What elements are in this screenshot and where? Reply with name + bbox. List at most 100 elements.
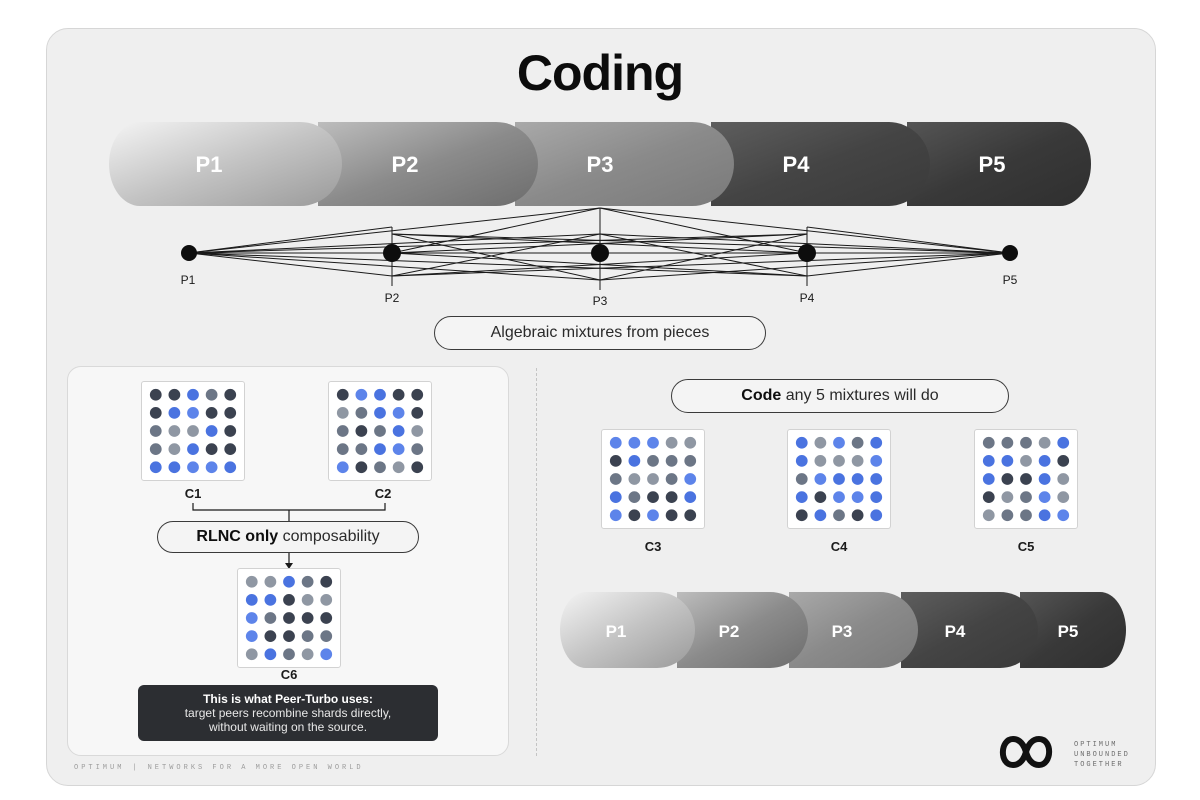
- matrix-dot: [301, 593, 314, 606]
- matrix-dot: [374, 406, 386, 419]
- matrix-dot: [609, 436, 622, 449]
- edge: [188, 252, 601, 281]
- node-label-p1: P1: [181, 273, 196, 287]
- matrix-dot: [205, 443, 218, 456]
- matrix-dot: [628, 436, 641, 449]
- matrix-dot: [245, 575, 258, 588]
- matrix-dot: [187, 443, 199, 456]
- matrix-dot: [795, 454, 808, 467]
- matrix-dot: [245, 648, 258, 661]
- top-piece-label-p3: P3: [587, 152, 614, 177]
- peer-turbo-note: This is what Peer-Turbo uses: target pee…: [138, 685, 438, 741]
- matrix-dot: [283, 630, 295, 643]
- matrix-label-c6: C6: [280, 667, 298, 682]
- matrix-dot: [665, 491, 678, 504]
- matrix-dot: [336, 461, 349, 474]
- matrix-dot: [665, 509, 678, 522]
- bottom-piece-label-p5: P5: [1058, 622, 1079, 641]
- dot-grid: [609, 436, 697, 522]
- edge: [391, 252, 1011, 277]
- matrix-dot: [684, 491, 697, 504]
- matrix-dot: [647, 491, 659, 504]
- matrix-dot: [609, 509, 622, 522]
- matrix-dot: [814, 454, 827, 467]
- matrix-dot: [264, 612, 277, 624]
- matrix-dot: [149, 388, 162, 401]
- matrix-dot: [1001, 454, 1014, 467]
- matrix-dot: [1038, 454, 1051, 467]
- matrix-dot: [665, 454, 678, 467]
- brand-line2: UNBOUNDED: [1074, 751, 1130, 759]
- matrix-dot: [168, 388, 181, 401]
- matrix-dot: [336, 406, 349, 419]
- rlnc-pill-bold: RLNC only: [196, 528, 279, 545]
- matrix-dot: [851, 491, 864, 504]
- matrix-dot: [149, 406, 162, 419]
- matrix-dot: [647, 454, 659, 467]
- matrix-dot: [665, 473, 678, 485]
- footer-tagline: OPTIMUM | NETWORKS FOR A MORE OPEN WORLD: [74, 764, 364, 772]
- edge: [188, 252, 393, 277]
- matrix-dot: [982, 509, 995, 522]
- matrix-label-c4: C4: [830, 539, 848, 554]
- network-nodes: P1 P2 P3 P4 P5: [181, 244, 1018, 308]
- node-p2: [383, 244, 401, 262]
- matrix-dot: [283, 612, 295, 624]
- edge: [391, 233, 601, 277]
- matrix-dot: [205, 406, 218, 419]
- matrix-dot: [982, 436, 995, 449]
- matrix-dot: [168, 406, 181, 419]
- matrix-dot: [814, 491, 827, 504]
- matrix-dot: [411, 443, 424, 456]
- matrix-dot: [355, 425, 368, 437]
- bottom-piece-p5: [1020, 592, 1126, 668]
- top-piece-label-p2: P2: [392, 152, 419, 177]
- footer-separator: |: [132, 764, 140, 772]
- matrix-dot: [1001, 509, 1014, 522]
- bottom-piece-p1: [560, 592, 695, 668]
- matrix-dot: [224, 406, 237, 419]
- matrix-dot: [355, 406, 368, 419]
- matrix-dot: [833, 491, 845, 504]
- matrix-dot: [187, 388, 199, 401]
- matrix-dot: [1038, 491, 1051, 504]
- matrix-dot: [1038, 473, 1051, 485]
- edge: [188, 207, 601, 254]
- matrix-dot: [264, 593, 277, 606]
- top-piece-p5: [907, 122, 1091, 206]
- matrix-dot: [336, 388, 349, 401]
- matrix-dot: [814, 473, 827, 485]
- matrix-dot: [982, 473, 995, 485]
- edge: [599, 252, 1011, 281]
- matrix-dot: [411, 461, 424, 474]
- matrix-dot: [833, 473, 845, 485]
- edge: [806, 252, 1011, 277]
- matrix-dot: [411, 406, 424, 419]
- matrix-dot: [336, 425, 349, 437]
- matrix-dot: [149, 425, 162, 437]
- matrix-dot: [833, 436, 845, 449]
- node-label-p5: P5: [1003, 273, 1018, 287]
- matrix-dot: [355, 443, 368, 456]
- code-pill-bold: Code: [741, 387, 782, 404]
- node-p5: [1002, 245, 1018, 261]
- matrix-dot: [320, 630, 333, 643]
- matrix-dot: [1020, 473, 1032, 485]
- footer-brand: OPTIMUM: [74, 764, 125, 772]
- dot-grid: [245, 575, 333, 661]
- matrix-dot: [647, 436, 659, 449]
- matrix-dot: [205, 388, 218, 401]
- matrix-dot: [224, 461, 237, 474]
- node-label-p2: P2: [385, 291, 400, 305]
- matrix-dot: [851, 454, 864, 467]
- footer-slogan: NETWORKS FOR A MORE OPEN WORLD: [147, 764, 364, 772]
- matrix-dot: [264, 648, 277, 661]
- matrix-dot: [168, 443, 181, 456]
- edge: [391, 233, 1011, 254]
- matrix-dot: [264, 575, 277, 588]
- edge: [806, 226, 1011, 254]
- matrix-dot: [149, 461, 162, 474]
- code-pill-rest: any 5 mixtures will do: [781, 387, 939, 404]
